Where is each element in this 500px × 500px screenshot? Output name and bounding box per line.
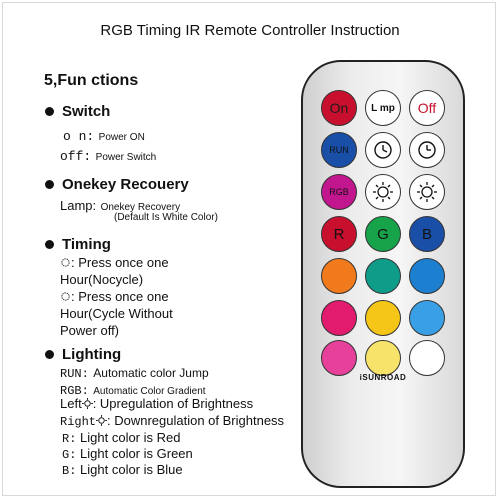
off-button[interactable]: Off	[409, 90, 445, 126]
color-button-pink[interactable]	[321, 340, 357, 376]
timing-line-2b: Hour(Cycle Without	[60, 306, 173, 321]
timing-heading: Timing	[62, 236, 111, 253]
timing-line-2a: : Press once one	[60, 289, 169, 304]
sun-outline-icon	[61, 258, 70, 267]
bullet-icon	[45, 107, 54, 116]
rgb-label: RGB:	[60, 384, 89, 398]
lamp-note: (Default Is White Color)	[114, 212, 218, 223]
page-title: RGB Timing IR Remote Controller Instruct…	[100, 22, 400, 39]
timer-cycle-button[interactable]	[409, 132, 445, 168]
r-text: Light color is Red	[80, 430, 181, 445]
sun-icon	[417, 182, 437, 202]
color-button-teal[interactable]	[365, 258, 401, 294]
lighting-r-row: R: Light color is Red	[62, 430, 180, 446]
run-label: RUN:	[60, 367, 89, 381]
switch-on-row: o n: Power ON	[63, 127, 145, 145]
red-button[interactable]: R	[321, 216, 357, 252]
lighting-heading: Lighting	[62, 346, 122, 363]
color-button-rose[interactable]	[321, 300, 357, 336]
switch-heading: Switch	[62, 103, 111, 120]
r-label: R:	[62, 432, 77, 446]
lighting-b-row: B: Light color is Blue	[62, 462, 183, 478]
recovery-heading: Onekey Recouery	[62, 176, 189, 193]
clock-icon	[418, 141, 436, 159]
sun-outline-icon	[81, 398, 93, 409]
off-text: Power Switch	[95, 152, 157, 163]
run-button[interactable]: RUN	[321, 132, 357, 168]
lamp-label: Lamp:	[60, 198, 97, 213]
lighting-left-row: Left : Upregulation of Brightness	[60, 396, 253, 411]
remote-control: On L mp Off RUN RGB R G B iSUNROAD	[301, 60, 465, 488]
on-text: Power ON	[98, 132, 145, 143]
lighting-g-row: G: Light color is Green	[62, 446, 193, 462]
lighting-rgb-row: RGB: Automatic Color Gradient	[60, 381, 206, 399]
timer-1h-button[interactable]	[365, 132, 401, 168]
bullet-icon	[45, 240, 54, 249]
sun-outline-icon	[96, 415, 108, 426]
right-text: : Downregulation of Brightness	[107, 413, 285, 428]
sun-outline-icon	[61, 292, 70, 301]
b-label: B:	[62, 464, 77, 478]
lighting-run-row: RUN: Automatic color Jump	[60, 364, 209, 382]
color-button-lightblue[interactable]	[409, 300, 445, 336]
g-text: Light color is Green	[80, 446, 193, 461]
sun-icon	[373, 182, 393, 202]
page-frame	[2, 2, 496, 496]
off-label: off:	[60, 149, 92, 164]
timing-line-1b: Hour(Nocycle)	[60, 272, 144, 287]
right-label: Right	[60, 415, 97, 429]
left-text: : Upregulation of Brightness	[92, 396, 254, 411]
b-text: Light color is Blue	[80, 462, 183, 477]
clock-icon	[374, 141, 392, 159]
brightness-up-button[interactable]	[365, 174, 401, 210]
rgb-button[interactable]: RGB	[321, 174, 357, 210]
color-button-yellow[interactable]	[365, 300, 401, 336]
color-button-white[interactable]	[409, 340, 445, 376]
left-label: Left	[60, 396, 82, 411]
on-label: o n:	[63, 129, 95, 144]
bullet-icon	[45, 350, 54, 359]
on-button[interactable]: On	[321, 90, 357, 126]
color-button-lightyellow[interactable]	[365, 340, 401, 376]
blue-button[interactable]: B	[409, 216, 445, 252]
recovery-lamp-row: Lamp: Onekey Recovery	[60, 197, 180, 215]
section-title: 5,Fun ctions	[44, 72, 139, 89]
g-label: G:	[62, 448, 77, 462]
run-text: Automatic color Jump	[93, 366, 209, 380]
timing-line-2c: Power off)	[60, 323, 120, 338]
brand-label: iSUNROAD	[359, 373, 407, 382]
color-button-orange[interactable]	[321, 258, 357, 294]
brightness-down-button[interactable]	[409, 174, 445, 210]
switch-off-row: off: Power Switch	[60, 147, 156, 165]
bullet-icon	[45, 180, 54, 189]
timing-line-1a: : Press once one	[60, 255, 169, 270]
lamp-text: Onekey Recovery	[100, 202, 181, 213]
green-button[interactable]: G	[365, 216, 401, 252]
lamp-button[interactable]: L mp	[365, 90, 401, 126]
color-button-sky[interactable]	[409, 258, 445, 294]
rgb-text: Automatic Color Gradient	[93, 386, 206, 397]
lighting-right-row: Right : Downregulation of Brightness	[60, 413, 284, 429]
